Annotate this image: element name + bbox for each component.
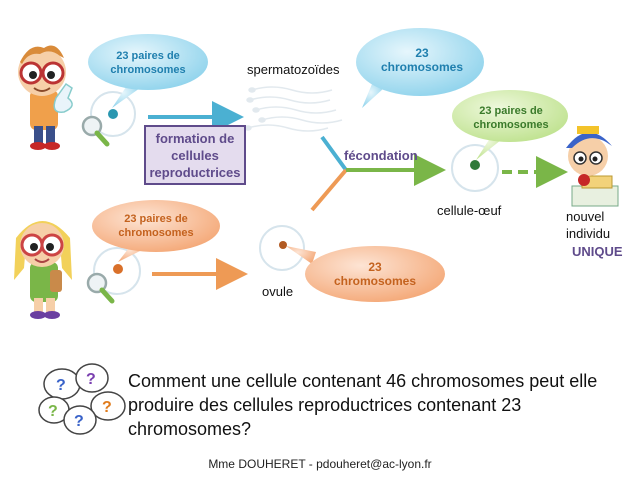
svg-text:?: ? xyxy=(74,413,84,430)
arrow-ovule-to-fecondation xyxy=(310,168,348,212)
svg-text:?: ? xyxy=(56,377,66,394)
egg-cell-icon xyxy=(451,144,499,192)
arrow-sperm-to-fecondation xyxy=(320,135,348,172)
bubble-egg-cell-text: 23 paires de chromosomes xyxy=(473,105,549,131)
bubble-egg-cell xyxy=(452,90,568,160)
label-ovule: ovule xyxy=(262,284,294,299)
formation-box: formation de cellules reproductrices xyxy=(144,125,246,185)
new-individual-child-icon xyxy=(566,126,619,207)
label-cellule-oeuf: cellule-œuf xyxy=(437,203,502,218)
question-text: Comment une cellule contenant 46 chromos… xyxy=(128,371,598,439)
svg-text:?: ? xyxy=(102,399,112,416)
question-bubbles-icon: ? ? ? ? ? xyxy=(38,363,126,435)
male-cell-magnifier-icon xyxy=(81,91,136,147)
svg-text:?: ? xyxy=(86,371,96,388)
svg-text:?: ? xyxy=(48,403,58,420)
bubble-male-parent-text: 23 paires de chromosomes xyxy=(110,50,186,76)
ovule-cell-icon xyxy=(259,225,305,271)
female-student-icon xyxy=(14,221,72,319)
male-student-icon xyxy=(18,45,73,150)
label-nouvel: nouvel xyxy=(566,209,605,224)
sperm-cluster-icon xyxy=(244,86,343,132)
footer-credit: Mme DOUHERET - pdouheret@ac-lyon.fr xyxy=(208,457,432,471)
bubble-female-parent-text: 23 paires de chromosomes xyxy=(118,213,194,239)
female-cell-magnifier-icon xyxy=(86,247,141,304)
label-unique: UNIQUE xyxy=(572,244,623,259)
bubble-ovule xyxy=(286,246,445,302)
label-spermatozoides: spermatozoïdes xyxy=(247,62,340,77)
label-individu: individu xyxy=(566,226,611,241)
bubble-female-parent xyxy=(92,200,220,262)
bubble-sperm-text: 23 chromosomes xyxy=(380,46,464,74)
bubble-ovule-text: 23 chromosomes xyxy=(333,260,417,288)
label-fecondation: fécondation xyxy=(344,148,418,163)
bubble-male-parent xyxy=(88,34,208,108)
bubble-sperm xyxy=(356,28,484,108)
